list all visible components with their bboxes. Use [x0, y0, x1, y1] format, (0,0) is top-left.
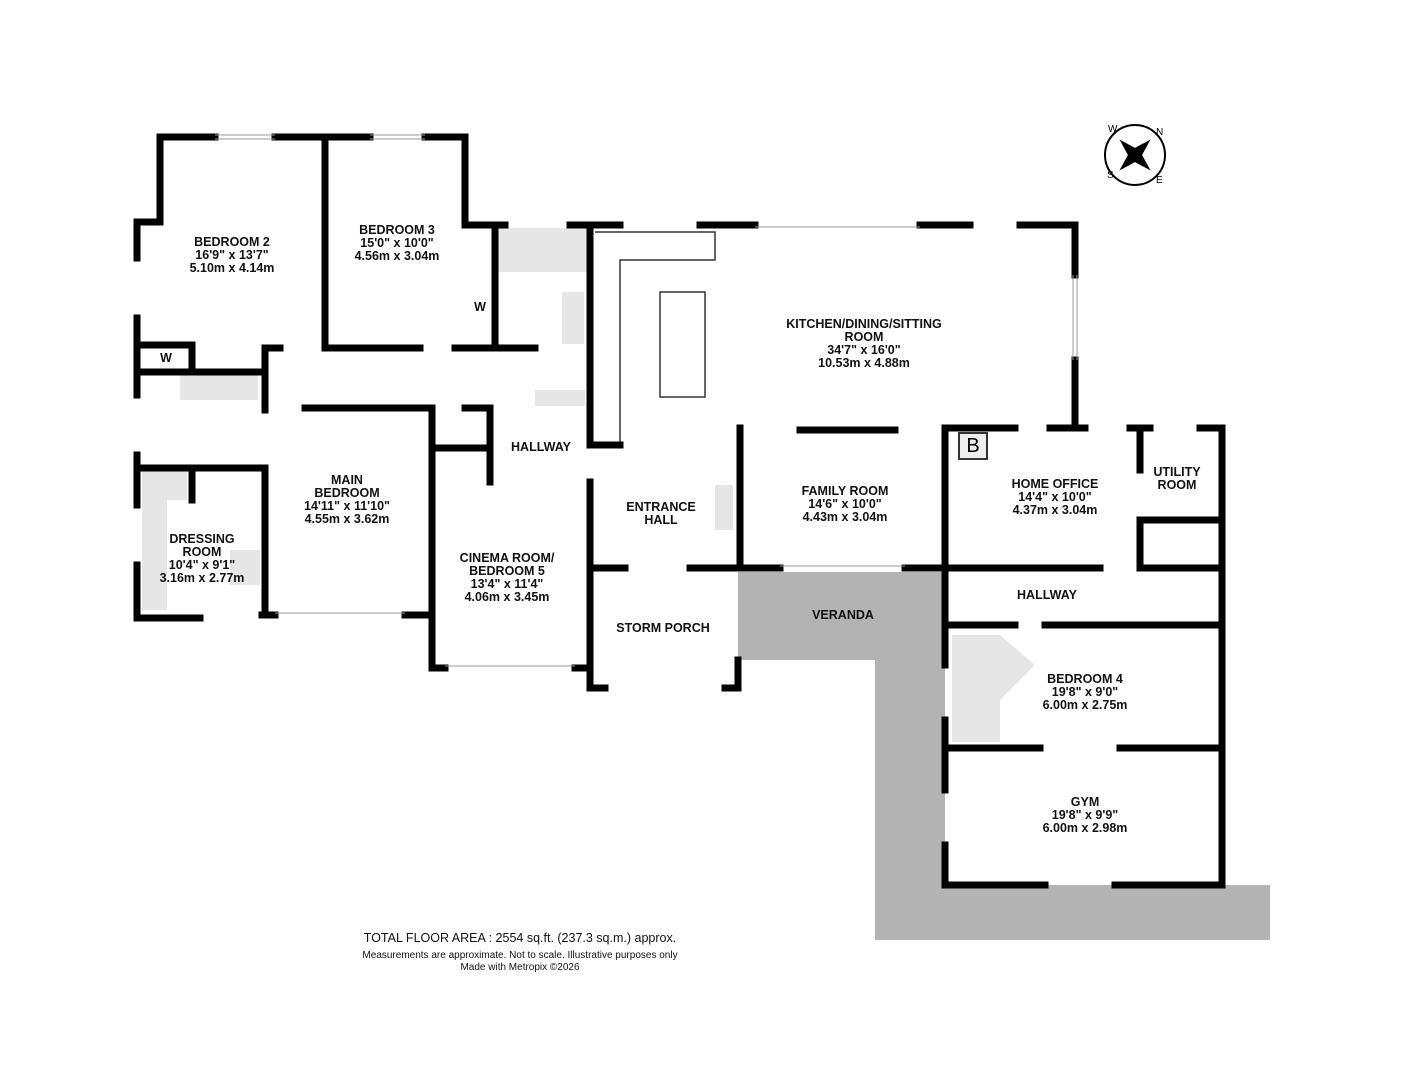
label-entrance-hall: ENTRANCE HALL — [626, 500, 696, 527]
footer-notes: Measurements are approximate. Not to sca… — [362, 950, 677, 974]
room-imperial: 10'4" x 9'1" — [168, 558, 236, 572]
room-imperial: 14'4" x 10'0" — [1018, 490, 1092, 504]
walls — [133, 133, 1226, 889]
credit: Made with Metropix ©2026 — [460, 962, 580, 973]
room-metric: 10.53m x 4.88m — [818, 356, 910, 370]
room-name: BEDROOM 3 — [359, 223, 435, 237]
room-name: BEDROOM 4 — [1047, 672, 1123, 686]
room-imperial: 19'8" x 9'9" — [1051, 808, 1119, 822]
windows — [215, 134, 1078, 667]
room-metric: 6.00m x 2.98m — [1042, 821, 1128, 835]
kitchen-island — [659, 291, 706, 398]
room-imperial: 34'7" x 16'0" — [827, 343, 901, 357]
room-imperial: 14'11" x 11'10" — [304, 499, 390, 513]
label-hallway: HALLWAY — [511, 440, 571, 454]
room-name: DRESSING ROOM — [169, 532, 235, 559]
label-wardrobe: W — [474, 300, 486, 314]
room-name: GYM — [1070, 795, 1100, 809]
room-name: KITCHEN/DINING/SITTING ROOM — [786, 317, 942, 344]
room-metric: 6.00m x 2.75m — [1042, 698, 1128, 712]
disclaimer: Measurements are approximate. Not to sca… — [362, 950, 678, 961]
room-metric: 3.16m x 2.77m — [159, 571, 245, 585]
room-imperial: 13'4" x 11'4" — [470, 577, 544, 591]
compass-n: N — [1156, 127, 1163, 138]
room-metric: 4.56m x 3.04m — [354, 249, 440, 263]
compass-e: E — [1156, 175, 1163, 186]
room-name: FAMILY ROOM — [801, 484, 889, 498]
room-name: CINEMA ROOM/ BEDROOM 5 — [459, 551, 555, 578]
label-veranda: VERANDA — [812, 608, 874, 622]
label-wardrobe: W — [160, 351, 172, 365]
room-metric: 5.10m x 4.14m — [189, 261, 275, 275]
room-name: HOME OFFICE — [1011, 477, 1099, 491]
compass-s: S — [1107, 170, 1114, 181]
veranda-area — [738, 572, 1270, 940]
fixtures — [142, 228, 1035, 742]
total-floor-area: TOTAL FLOOR AREA : 2554 sq.ft. (237.3 sq… — [363, 931, 677, 945]
room-metric: 4.55m x 3.62m — [304, 512, 390, 526]
kitchen-counter — [595, 231, 716, 445]
room-imperial: 14'6" x 10'0" — [808, 497, 882, 511]
room-name: BEDROOM 2 — [194, 235, 270, 249]
label-utility-room: UTILITY ROOM — [1153, 465, 1201, 492]
boiler-icon: B — [958, 432, 988, 460]
room-metric: 4.43m x 3.04m — [802, 510, 888, 524]
room-metric: 4.37m x 3.04m — [1012, 503, 1098, 517]
room-name: MAIN BEDROOM — [314, 473, 380, 500]
room-imperial: 16'9" x 13'7" — [195, 248, 269, 262]
compass-icon — [1104, 124, 1166, 186]
compass-w: W — [1108, 124, 1118, 135]
label-storm-porch: STORM PORCH — [616, 621, 710, 635]
label-hallway-2: HALLWAY — [1017, 588, 1077, 602]
room-imperial: 19'8" x 9'0" — [1051, 685, 1119, 699]
room-metric: 4.06m x 3.45m — [464, 590, 550, 604]
room-imperial: 15'0" x 10'0" — [360, 236, 434, 250]
